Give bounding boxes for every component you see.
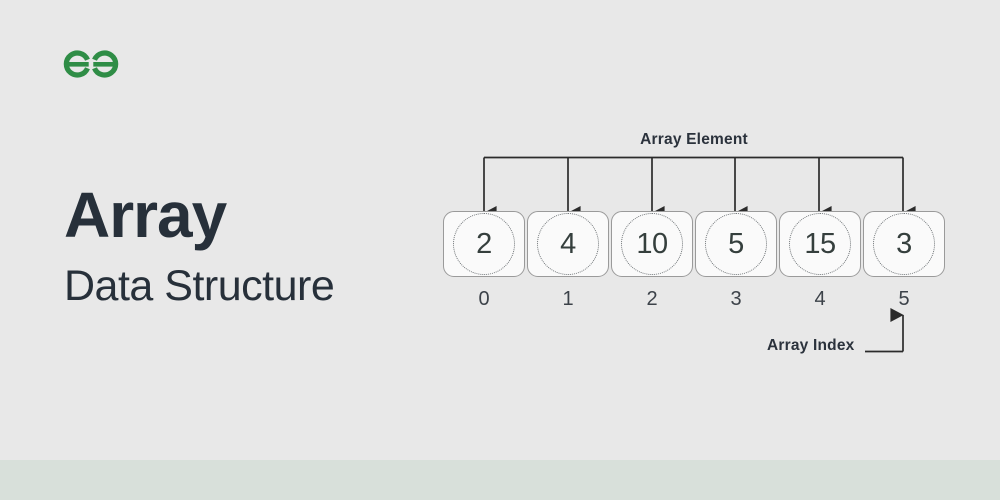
value-ring: 10	[621, 213, 683, 275]
array-index: 1	[562, 288, 574, 310]
cell-value: 4	[560, 227, 576, 260]
array-index: 5	[898, 288, 910, 310]
value-ring: 2	[453, 213, 515, 275]
cell-value: 15	[804, 227, 836, 260]
array-cell[interactable]: 2	[443, 211, 525, 277]
array-index: 4	[814, 288, 826, 310]
cell-value: 10	[636, 227, 668, 260]
page-subtitle: Data Structure	[64, 262, 335, 310]
array-index: 3	[730, 288, 742, 310]
value-ring: 5	[705, 213, 767, 275]
array-indices: 0 1 2 3 4 5	[443, 288, 945, 311]
array-diagram: Array Element	[443, 125, 948, 370]
array-element-label: Array Element	[640, 131, 748, 148]
cell-value: 5	[728, 227, 744, 260]
array-index-label: Array Index	[767, 337, 855, 354]
array-cell[interactable]: 3	[863, 211, 945, 277]
bottom-accent-strip	[0, 460, 1000, 500]
title-block: Array Data Structure	[64, 183, 444, 308]
cell-value: 2	[476, 227, 492, 260]
value-ring: 3	[873, 213, 935, 275]
page-title: Array	[64, 179, 227, 251]
array-cell[interactable]: 5	[695, 211, 777, 277]
value-ring: 4	[537, 213, 599, 275]
array-index: 2	[646, 288, 658, 310]
cell-value: 3	[896, 227, 912, 260]
array-cells: 2 4 10 5 15	[443, 211, 945, 277]
array-cell[interactable]: 4	[527, 211, 609, 277]
array-cell[interactable]: 15	[779, 211, 861, 277]
array-cell[interactable]: 10	[611, 211, 693, 277]
geeksforgeeks-logo	[60, 46, 122, 82]
value-ring: 15	[789, 213, 851, 275]
array-index: 0	[478, 288, 490, 310]
